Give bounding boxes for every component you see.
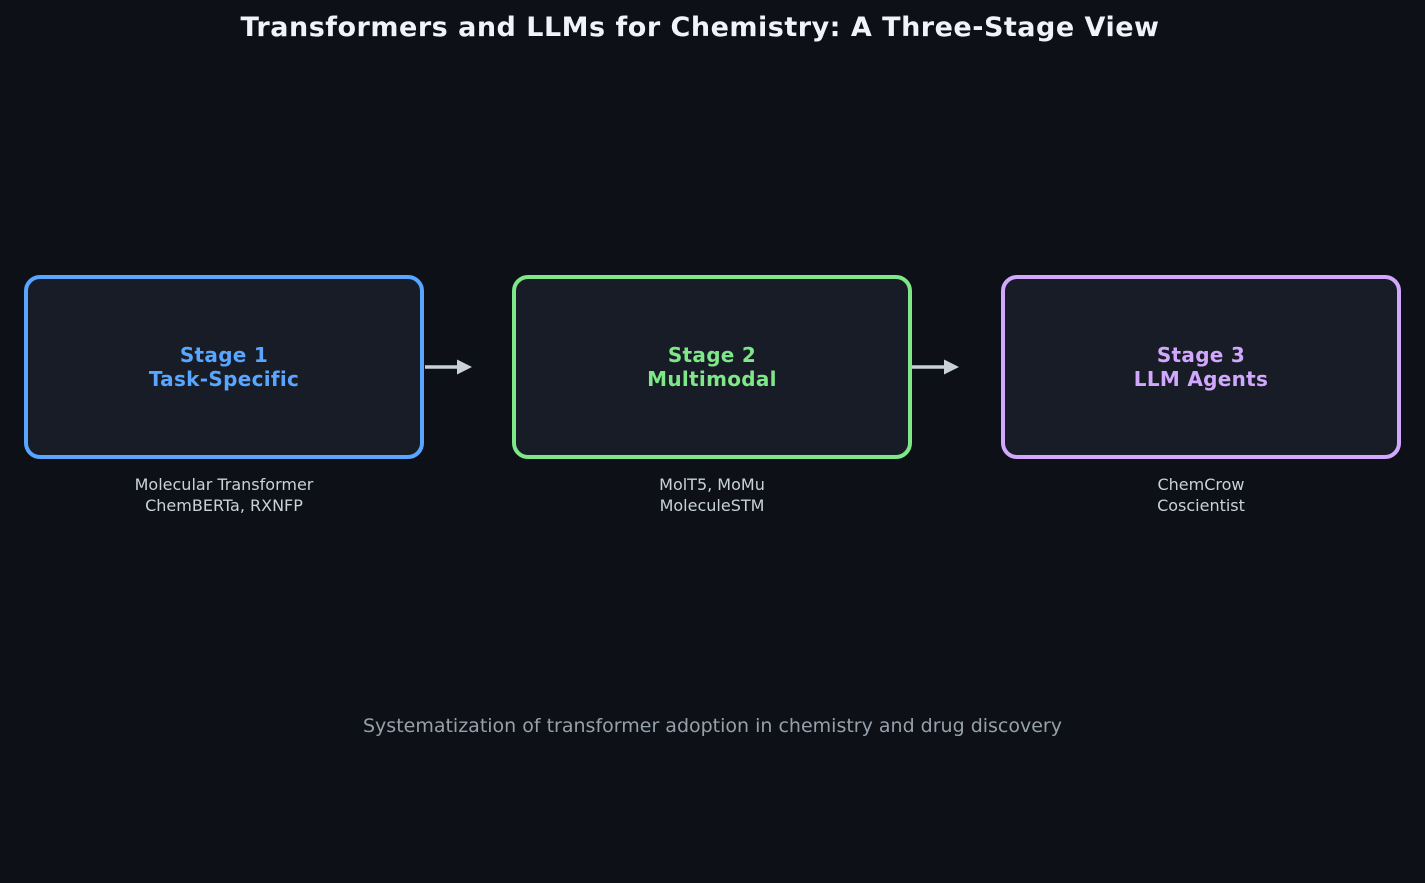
diagram-title: Transformers and LLMs for Chemistry: A T… xyxy=(240,12,1160,43)
stage3-models-line2: Coscientist xyxy=(1157,496,1245,515)
stage1-models: Molecular Transformer ChemBERTa, RXNFP xyxy=(24,474,424,516)
stage3-sublabel: LLM Agents xyxy=(1133,367,1269,391)
stage3-models-line1: ChemCrow xyxy=(1157,475,1245,494)
stage1-box: Stage 1 Task-Specific xyxy=(24,275,424,459)
stage2-models-line1: MolT5, MoMu xyxy=(659,475,765,494)
stage3-label: Stage 3 xyxy=(1156,343,1246,367)
stage3-models: ChemCrow Coscientist xyxy=(1001,474,1401,516)
stage1-label: Stage 1 xyxy=(179,343,269,367)
stage1-models-line1: Molecular Transformer xyxy=(134,475,314,494)
stage1-models-line2: ChemBERTa, RXNFP xyxy=(145,496,303,515)
stage3-box: Stage 3 LLM Agents xyxy=(1001,275,1401,459)
diagram-caption: Systematization of transformer adoption … xyxy=(362,715,1062,737)
stage2-models: MolT5, MoMu MoleculeSTM xyxy=(512,474,912,516)
stage2-label: Stage 2 xyxy=(667,343,757,367)
stage1-sublabel: Task-Specific xyxy=(148,367,300,391)
stage2-box: Stage 2 Multimodal xyxy=(512,275,912,459)
stage2-models-line2: MoleculeSTM xyxy=(659,496,765,515)
arrow-right-icon xyxy=(425,359,472,375)
arrow-right-icon xyxy=(912,359,959,375)
stage2-sublabel: Multimodal xyxy=(647,367,777,391)
